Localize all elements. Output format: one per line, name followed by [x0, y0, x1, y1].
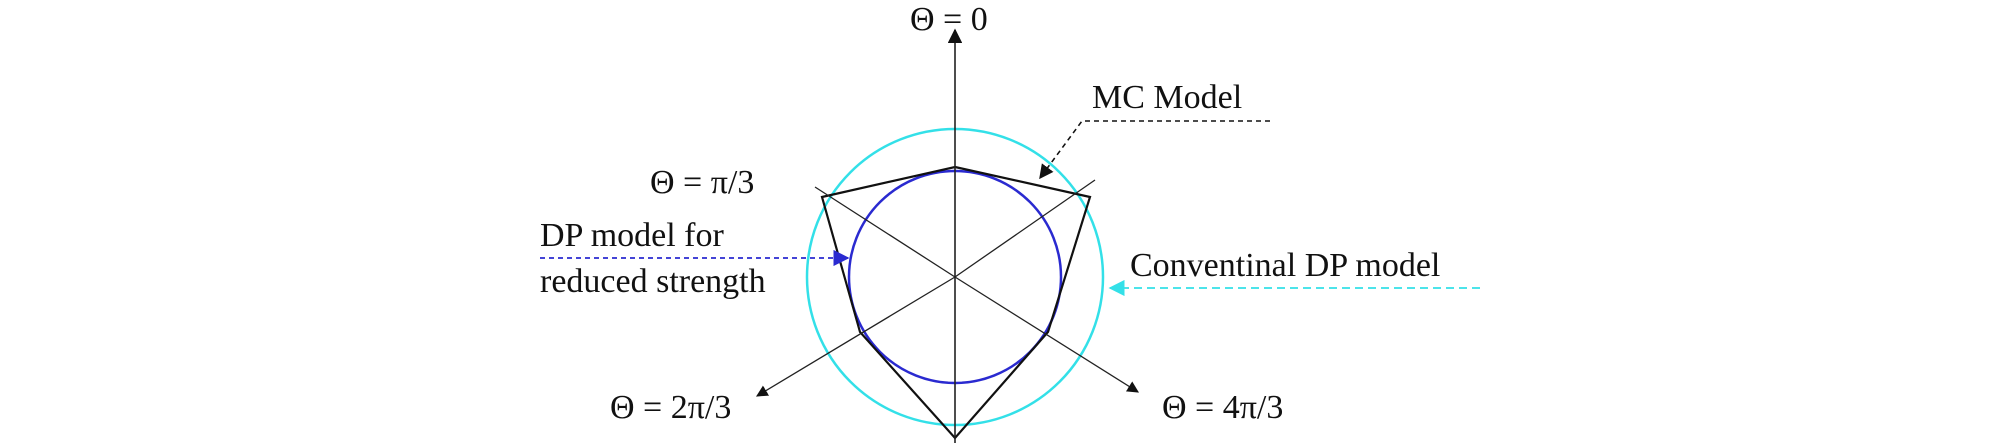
- mc-model-hexagon: [820, 165, 1092, 440]
- label-theta-0: Θ = 0: [910, 1, 988, 38]
- label-theta-4pi3: Θ = 4π/3: [1162, 389, 1283, 426]
- axis-theta-4pi3-arrow: [954, 276, 1139, 393]
- label-theta-pi3: Θ = π/3: [650, 164, 754, 201]
- label-theta-2pi3: Θ = 2π/3: [610, 389, 731, 426]
- label-mc-model: MC Model: [1092, 79, 1242, 116]
- mc-model-leader: [1039, 120, 1270, 180]
- axis-theta-4pi3: [954, 179, 1096, 278]
- axis-theta-2pi3: [814, 186, 956, 278]
- label-conventional-dp: Conventinal DP model: [1130, 247, 1440, 284]
- axis-theta-2pi3-arrow: [755, 276, 956, 397]
- label-dp-reduced-line2: reduced strength: [540, 263, 766, 300]
- label-dp-reduced-line1: DP model for: [540, 217, 725, 254]
